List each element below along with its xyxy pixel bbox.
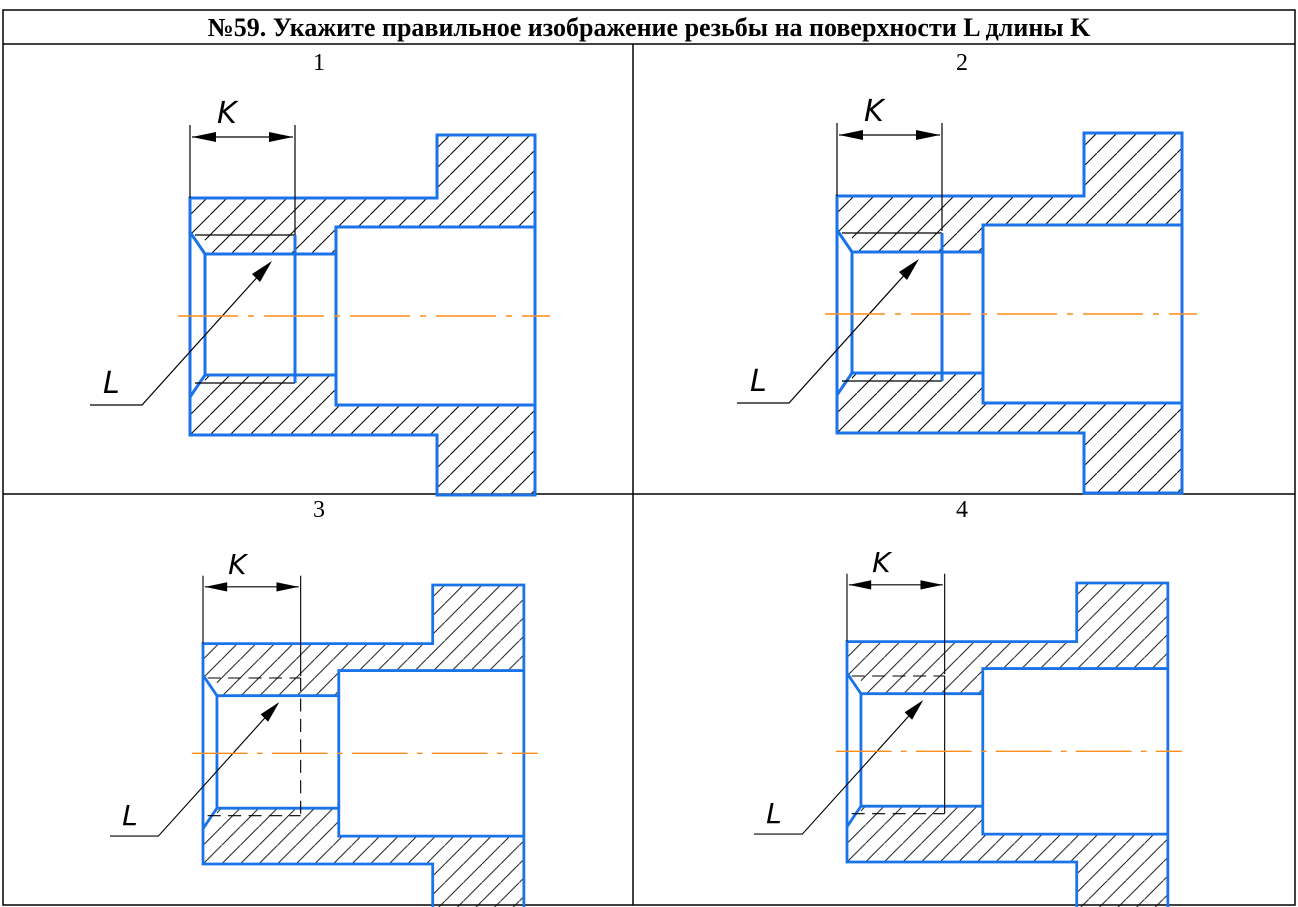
l-leader (90, 262, 271, 406)
chamfer-top (201, 674, 219, 697)
l-arrow (252, 261, 272, 282)
chamfer-bottom (845, 805, 863, 828)
hatch-upper (203, 585, 524, 696)
k-arrow-left (204, 582, 228, 592)
k-label: K (228, 548, 249, 581)
part-section-1: KL (90, 96, 550, 497)
k-label: K (872, 546, 893, 579)
k-arrow-right (916, 130, 940, 140)
hatch-lower (847, 806, 1168, 907)
chamfer-bottom (201, 807, 219, 830)
l-label: L (766, 797, 782, 830)
l-leader (737, 260, 918, 404)
thread-minor-outline (850, 250, 983, 375)
l-arrow (899, 259, 919, 280)
chamfer-bottom (835, 372, 854, 396)
part-outline (835, 131, 1184, 495)
k-label: K (217, 96, 239, 131)
k-arrow-left (192, 132, 216, 142)
table-border (2, 9, 1296, 906)
k-arrow-right (920, 580, 943, 590)
option-number-3[interactable]: 3 (313, 497, 325, 523)
k-arrow-right (276, 582, 299, 592)
table-grid (2, 9, 1296, 906)
part-outline (201, 583, 526, 907)
k-arrow-right (269, 132, 293, 142)
k-arrow-left (848, 580, 872, 590)
part-section-4: KL (753, 546, 1182, 907)
l-label: L (103, 366, 120, 401)
part-outline (188, 133, 537, 497)
chamfer-top (845, 672, 863, 695)
l-leader (753, 701, 922, 835)
chamfer-bottom (188, 374, 207, 398)
option-number-2[interactable]: 2 (956, 50, 968, 76)
l-label: L (122, 799, 138, 832)
option-number-1[interactable]: 1 (313, 50, 325, 76)
part-section-2: KL (737, 94, 1197, 495)
hatch-lower (203, 808, 524, 907)
l-leader (109, 703, 278, 837)
l-arrow (904, 700, 924, 720)
chamfer-top (835, 229, 854, 253)
part-outline (845, 581, 1170, 907)
l-arrow (260, 702, 280, 722)
l-label: L (750, 364, 767, 399)
task-title: №59. Укажите правильное изображение резь… (207, 13, 1091, 42)
thread-minor-outline (859, 692, 983, 808)
k-label: K (864, 94, 886, 129)
hatch-upper (837, 133, 1182, 252)
part-section-3: KL (109, 548, 538, 907)
chamfer-top (188, 231, 207, 255)
thread-minor-outline (215, 694, 339, 810)
thread-minor-outline (203, 252, 336, 377)
hatch-upper (190, 135, 535, 254)
option-number-4[interactable]: 4 (956, 497, 968, 523)
hatch-upper (847, 583, 1168, 694)
k-arrow-left (839, 130, 863, 140)
